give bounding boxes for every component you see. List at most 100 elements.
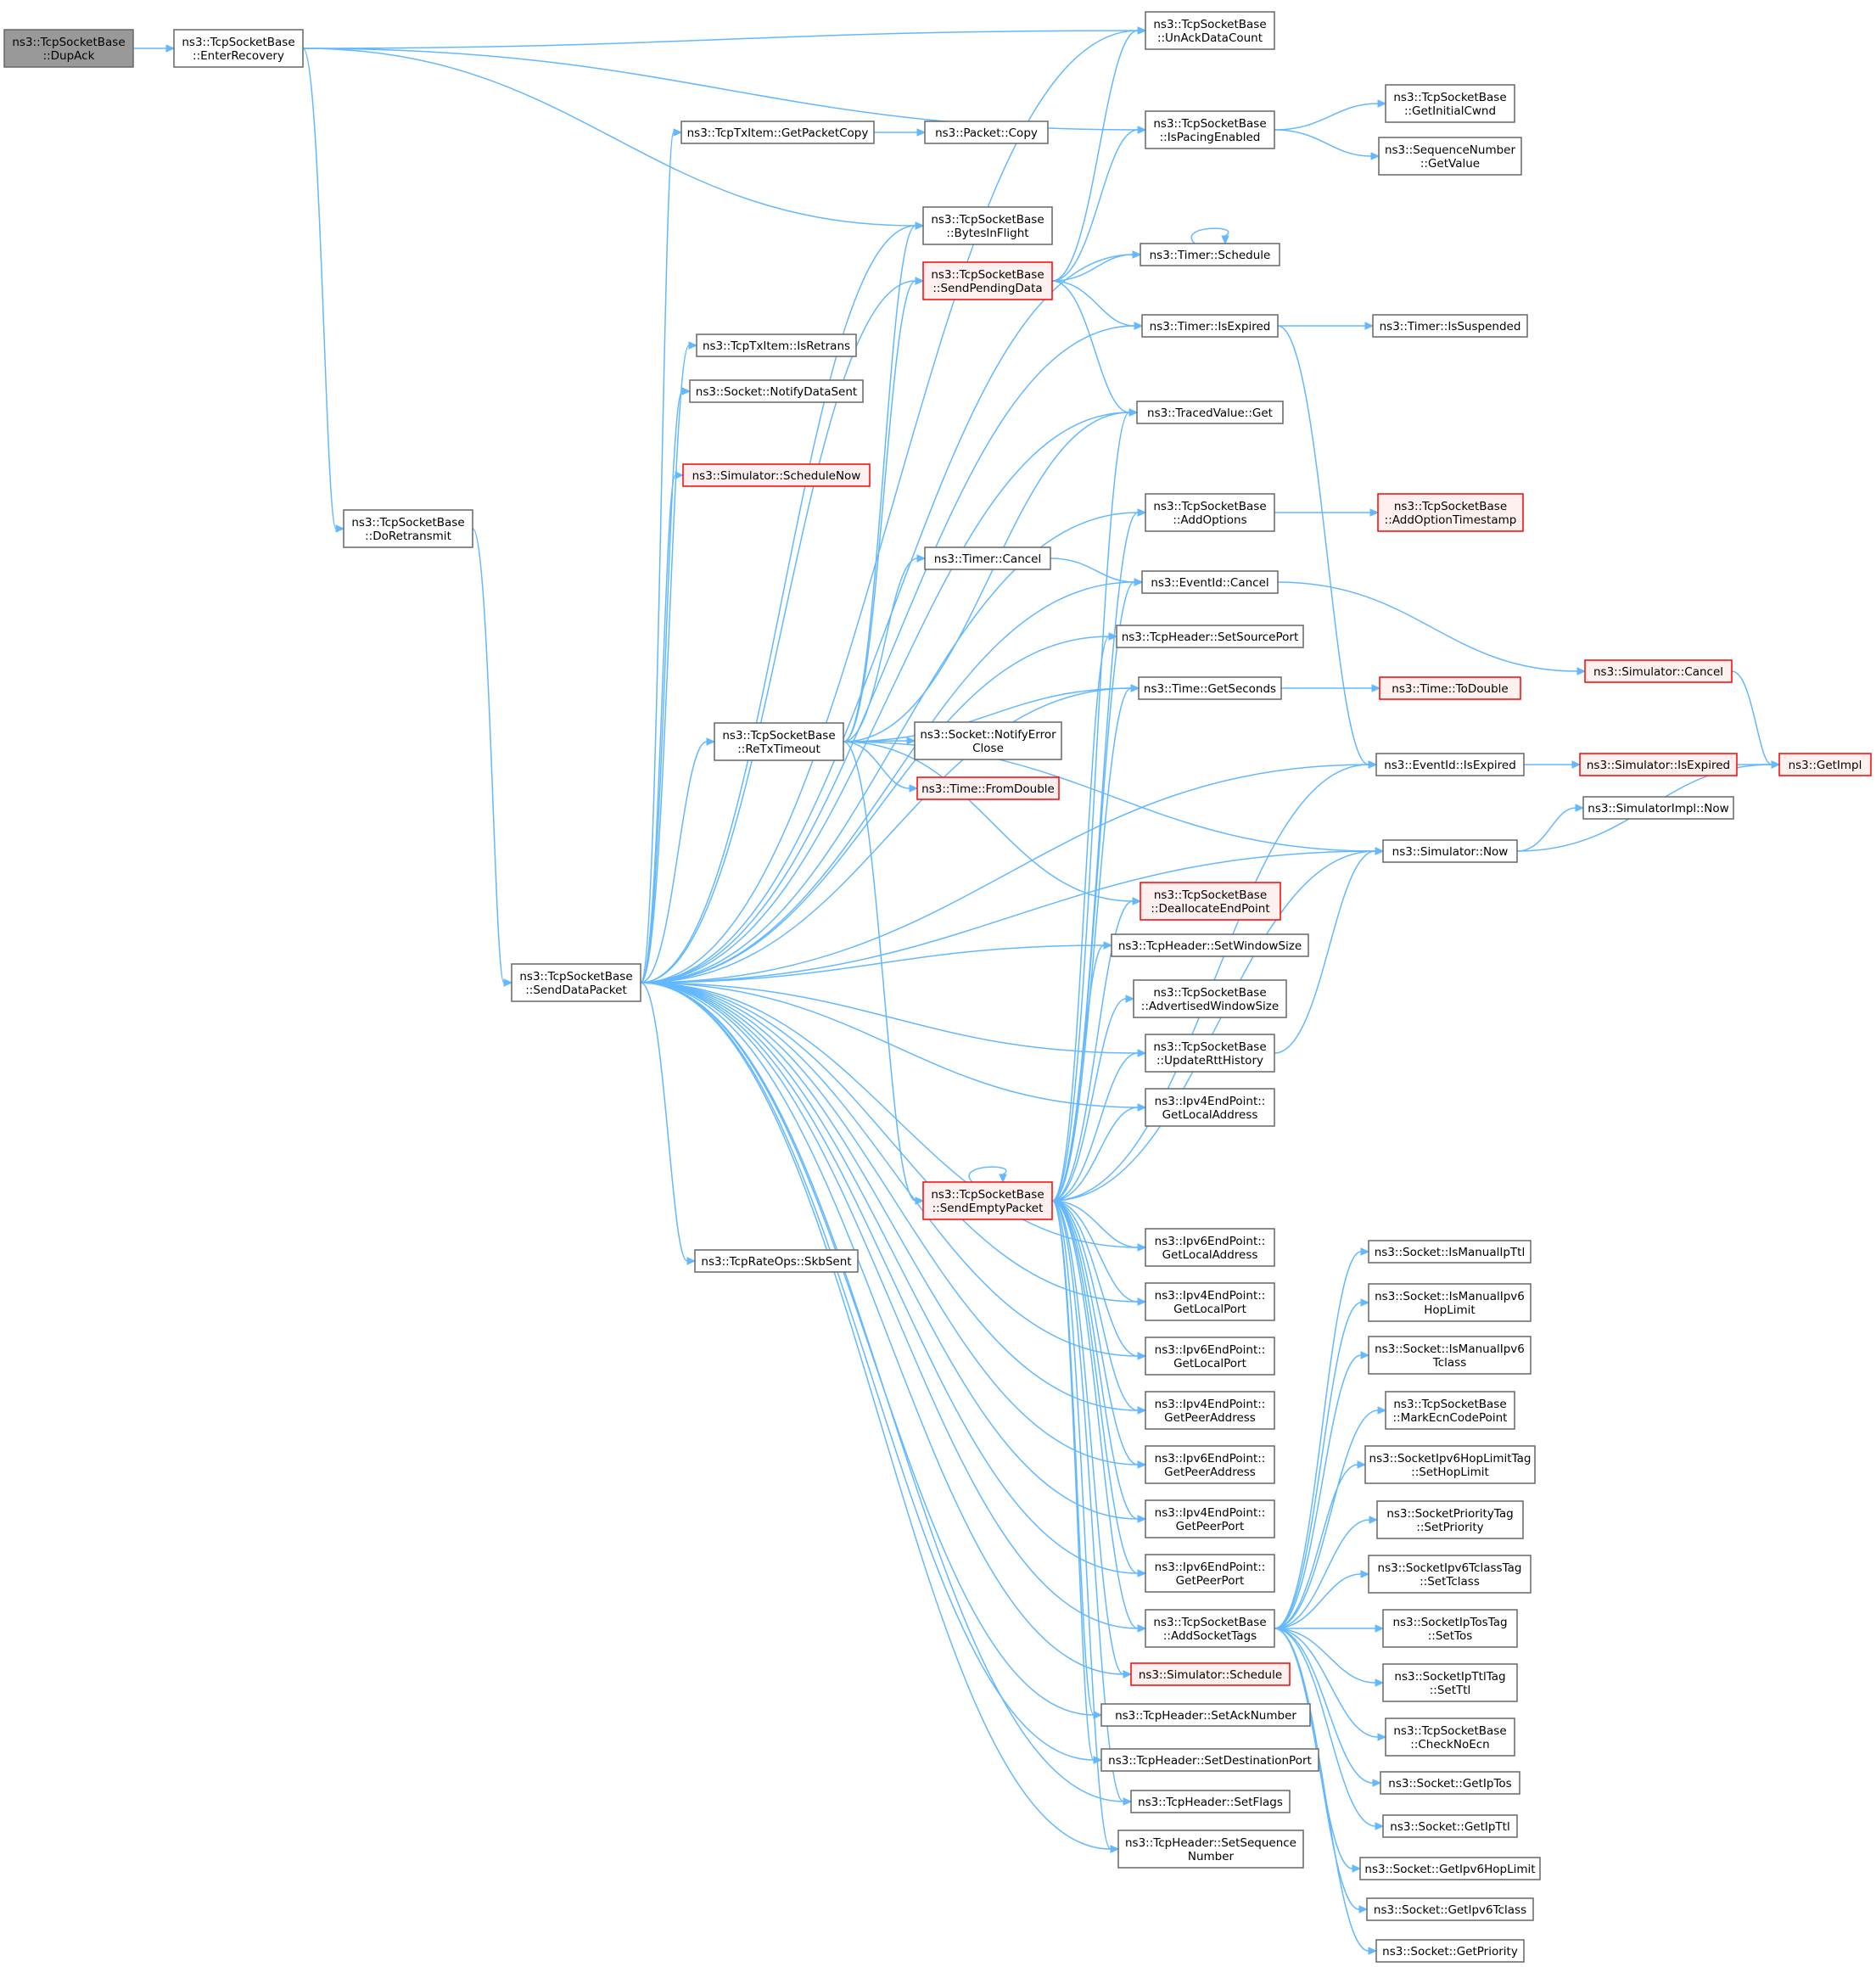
node-setwindowsize[interactable]: ns3::TcpHeader::SetWindowSize [1111, 933, 1309, 957]
node-timercancel[interactable]: ns3::Timer::Cancel [924, 546, 1051, 570]
node-timerisexpired[interactable]: ns3::Timer::IsExpired [1141, 314, 1279, 338]
edge-senddatapacket-to-skbsent-arrowhead [686, 1257, 697, 1265]
node-getipv6hoplimit[interactable]: ns3::Socket::GetIpv6HopLimit [1359, 1857, 1541, 1880]
node-getpriority[interactable]: ns3::Socket::GetPriority [1375, 1939, 1525, 1963]
node-sendemptypacket[interactable]: ns3::TcpSocketBase::SendEmptyPacket [922, 1181, 1053, 1220]
node-label: ns3::Socket::IsManualIpv6 [1375, 1290, 1525, 1303]
node-setdestinationport[interactable]: ns3::TcpHeader::SetDestinationPort [1100, 1748, 1319, 1772]
node-packetcopy[interactable]: ns3::Packet::Copy [924, 120, 1049, 144]
node-ismanualipttl[interactable]: ns3::Socket::IsManualIpTtl [1368, 1240, 1532, 1264]
node-eventidcancel[interactable]: ns3::EventId::Cancel [1141, 570, 1279, 594]
node-fromdouble[interactable]: ns3::Time::FromDouble [916, 776, 1060, 800]
node-box [1116, 625, 1304, 648]
node-doretransmit[interactable]: ns3::TcpSocketBase::DoRetransmit [343, 509, 473, 548]
node-label: ns3::TcpSocketBase [519, 970, 632, 984]
node-addsockettags[interactable]: ns3::TcpSocketBase::AddSocketTags [1145, 1609, 1275, 1648]
node-skbsent[interactable]: ns3::TcpRateOps::SkbSent [694, 1249, 859, 1273]
node-retxtimeout[interactable]: ns3::TcpSocketBase::ReTxTimeout [714, 722, 844, 761]
node-settclass[interactable]: ns3::SocketIpv6TclassTag::SetTclass [1368, 1555, 1532, 1594]
node-getiptos[interactable]: ns3::Socket::GetIpTos [1380, 1771, 1520, 1795]
node-checknoecn[interactable]: ns3::TcpSocketBase::CheckNoEcn [1385, 1718, 1515, 1757]
edge-simulatornow-to-simulatorimplnow-arrowhead [1575, 804, 1585, 812]
node-enterrecovery[interactable]: ns3::TcpSocketBase::EnterRecovery [173, 29, 304, 68]
node-label: ns3::TcpHeader::SetSourcePort [1122, 630, 1299, 644]
edge-sendemptypacket-to-ipv4getpeeraddress [1051, 1200, 1139, 1411]
node-addoptiontimestamp[interactable]: ns3::TcpSocketBase::AddOptionTimestamp [1377, 493, 1524, 532]
node-label: ns3::TcpSocketBase [722, 729, 835, 743]
edge-sendpendingdata-to-timerschedule-arrowhead [1132, 250, 1142, 259]
node-senddatapacket[interactable]: ns3::TcpSocketBase::SendDataPacket [511, 963, 641, 1002]
edge-updatertthistory-to-simulatornow [1274, 850, 1376, 1054]
node-box [922, 1181, 1053, 1220]
node-settos[interactable]: ns3::SocketIpTosTag::SetTos [1382, 1609, 1518, 1648]
edge-retxtimeout-to-bytesinflight [843, 225, 916, 743]
node-setflags[interactable]: ns3::TcpHeader::SetFlags [1130, 1790, 1291, 1813]
node-ipv4getlocalport[interactable]: ns3::Ipv4EndPoint::GetLocalPort [1145, 1282, 1275, 1321]
node-ipv4getlocaladdress[interactable]: ns3::Ipv4EndPoint::GetLocalAddress [1145, 1088, 1275, 1127]
node-advertisedwindowsize[interactable]: ns3::TcpSocketBase::AdvertisedWindowSize [1133, 979, 1287, 1018]
node-getpacketcopy[interactable]: ns3::TcpTxItem::GetPacketCopy [680, 120, 875, 144]
edge-addsockettags-to-getpriority [1274, 1628, 1369, 1952]
node-timerschedule[interactable]: ns3::Timer::Schedule [1140, 243, 1280, 266]
node-addoptions[interactable]: ns3::TcpSocketBase::AddOptions [1145, 493, 1275, 532]
node-setttl[interactable]: ns3::SocketIpTtlTag::SetTtl [1382, 1663, 1518, 1702]
node-ipv4getpeeraddress[interactable]: ns3::Ipv4EndPoint::GetPeerAddress [1145, 1391, 1275, 1430]
node-label: ::SetTclass [1420, 1575, 1480, 1589]
node-sendpendingdata[interactable]: ns3::TcpSocketBase::SendPendingData [922, 261, 1053, 300]
node-bytesinflight[interactable]: ns3::TcpSocketBase::BytesInFlight [922, 206, 1053, 245]
node-eventidisexpired[interactable]: ns3::EventId::IsExpired [1375, 753, 1525, 776]
edge-timerschedule-to-timerschedule-arrowhead [1221, 235, 1229, 245]
node-getipv6tclass[interactable]: ns3::Socket::GetIpv6Tclass [1366, 1897, 1534, 1921]
node-ipv4getpeerport[interactable]: ns3::Ipv4EndPoint::GetPeerPort [1145, 1499, 1275, 1538]
node-ipv6getpeeraddress[interactable]: ns3::Ipv6EndPoint::GetPeerAddress [1145, 1445, 1275, 1484]
node-simulatornow[interactable]: ns3::Simulator::Now [1382, 839, 1518, 863]
edge-enterrecovery-to-doretransmit-arrowhead [335, 524, 345, 533]
node-simulatorschedule[interactable]: ns3::Simulator::Schedule [1130, 1662, 1291, 1686]
node-dupack[interactable]: ns3::TcpSocketBase::DupAck [3, 29, 134, 68]
node-getimpl[interactable]: ns3::GetImpl [1778, 753, 1872, 776]
node-label: ns3::Socket::IsManualIpv6 [1375, 1342, 1525, 1356]
node-seqgetvalue[interactable]: ns3::SequenceNumber::GetValue [1378, 137, 1522, 176]
node-label: ns3::TcpSocketBase [1153, 1616, 1266, 1629]
node-sethoplimit[interactable]: ns3::SocketIpv6HopLimitTag::SetHopLimit [1364, 1445, 1536, 1484]
node-label: ns3::TcpSocketBase [1153, 117, 1266, 131]
node-timerissuspended[interactable]: ns3::Timer::IsSuspended [1372, 314, 1528, 338]
edge-senddatapacket-to-ipv6getpeerport [640, 982, 1139, 1574]
node-simulatorcancel[interactable]: ns3::Simulator::Cancel [1584, 659, 1733, 683]
node-getseconds[interactable]: ns3::Time::GetSeconds [1138, 676, 1282, 700]
node-getinitialcwnd[interactable]: ns3::TcpSocketBase::GetInitialCwnd [1385, 84, 1515, 123]
edge-senddatapacket-to-schedulenow-arrowhead [675, 471, 685, 479]
node-simulatorisexpired[interactable]: ns3::Simulator::IsExpired [1579, 753, 1738, 776]
node-setacknumber[interactable]: ns3::TcpHeader::SetAckNumber [1100, 1703, 1311, 1727]
node-label: GetPeerPort [1176, 1574, 1245, 1588]
node-ipv6getlocalport[interactable]: ns3::Ipv6EndPoint::GetLocalPort [1145, 1337, 1275, 1376]
node-box [1130, 1790, 1291, 1813]
node-ipv6getlocaladdress[interactable]: ns3::Ipv6EndPoint::GetLocalAddress [1145, 1228, 1275, 1267]
node-box [1778, 753, 1872, 776]
node-simulatorimplnow[interactable]: ns3::SimulatorImpl::Now [1582, 796, 1734, 820]
node-isretrans[interactable]: ns3::TcpTxItem::IsRetrans [696, 333, 857, 357]
node-notifydatasent[interactable]: ns3::Socket::NotifyDataSent [689, 379, 864, 403]
node-unackdatacount[interactable]: ns3::TcpSocketBase::UnAckDataCount [1145, 11, 1275, 50]
node-todouble[interactable]: ns3::Time::ToDouble [1379, 676, 1521, 700]
node-markecncodepoint[interactable]: ns3::TcpSocketBase::MarkEcnCodePoint [1385, 1391, 1515, 1430]
edge-timerisexpired-to-timerissuspended-arrowhead [1364, 322, 1375, 330]
node-label: ns3::TcpHeader::SetAckNumber [1115, 1709, 1296, 1723]
node-updatertthistory[interactable]: ns3::TcpSocketBase::UpdateRttHistory [1145, 1034, 1275, 1073]
node-deallocateendpoint[interactable]: ns3::TcpSocketBase::DeallocateEndPoint [1140, 882, 1281, 921]
node-schedulenow[interactable]: ns3::Simulator::ScheduleNow [682, 463, 871, 487]
node-getipttl[interactable]: ns3::Socket::GetIpTtl [1382, 1814, 1518, 1838]
edge-sendemptypacket-to-ipv4getpeerport-arrowhead [1137, 1515, 1147, 1523]
edge-ispacingenabled-to-seqgetvalue [1274, 129, 1372, 157]
node-ipv6getpeerport[interactable]: ns3::Ipv6EndPoint::GetPeerPort [1145, 1554, 1275, 1593]
edge-sendemptypacket-to-eventidisexpired-arrowhead [1368, 760, 1378, 769]
node-setsourceport[interactable]: ns3::TcpHeader::SetSourcePort [1116, 625, 1304, 648]
node-setpriority[interactable]: ns3::SocketPriorityTag::SetPriority [1376, 1500, 1524, 1539]
node-ispacingenabled[interactable]: ns3::TcpSocketBase::IsPacingEnabled [1145, 110, 1275, 149]
node-tracedvalueget[interactable]: ns3::TracedValue::Get [1136, 401, 1284, 424]
edge-addsockettags-to-sethoplimit [1274, 1464, 1358, 1629]
